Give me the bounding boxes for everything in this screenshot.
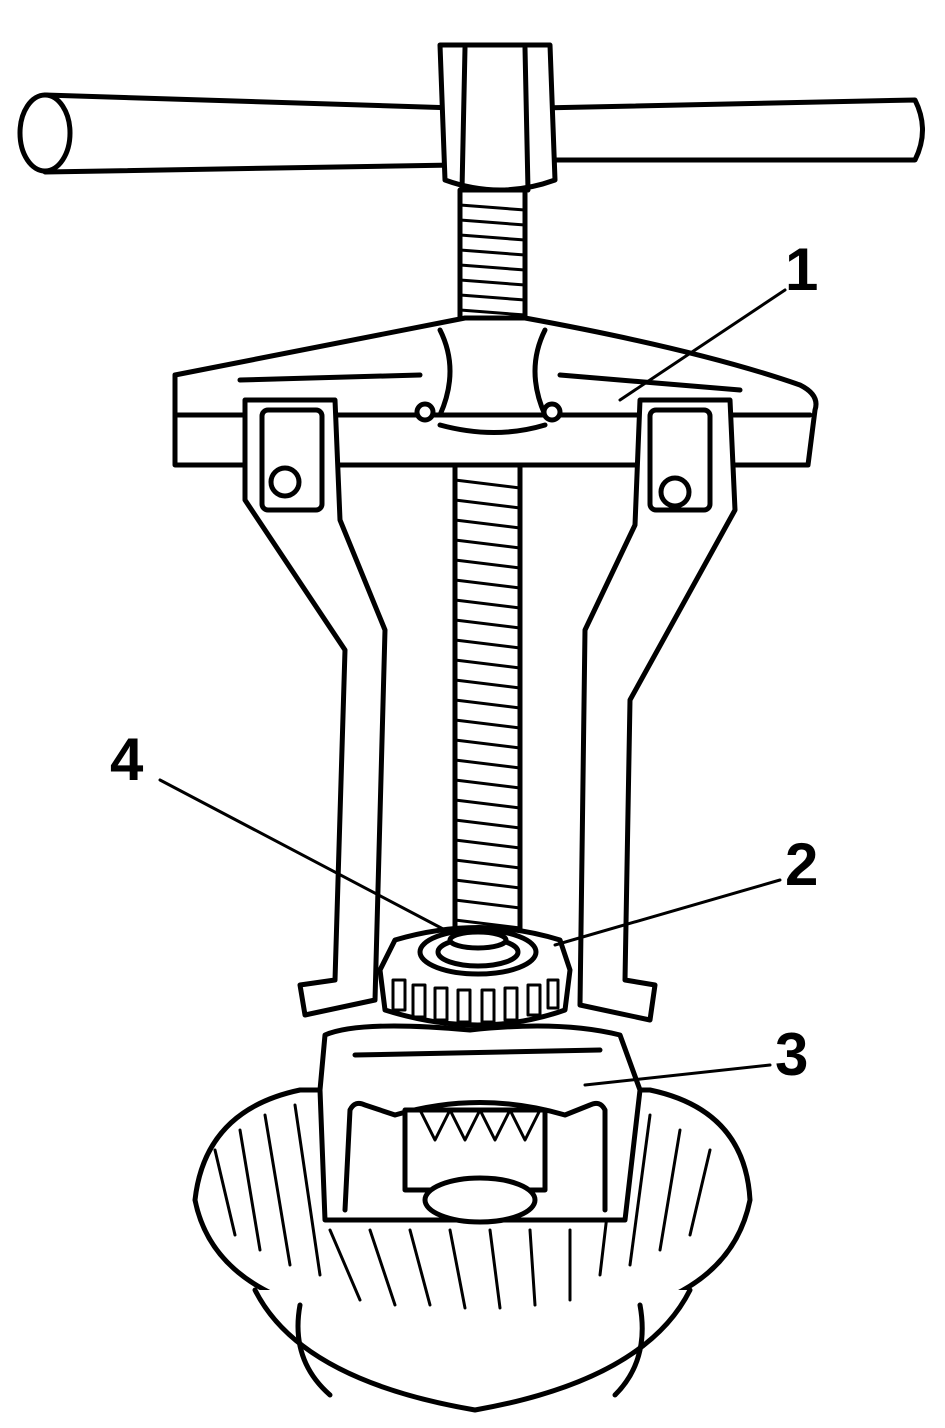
leader-1: [618, 288, 787, 402]
jaw-right: [577, 397, 738, 1023]
callout-1: 1: [785, 236, 818, 303]
tapered-roller-bearing: [377, 925, 573, 1028]
t-handle: [17, 42, 925, 193]
screw-lower: [452, 462, 523, 943]
handle-bar-right: [537, 97, 925, 163]
callout-4: 4: [110, 726, 144, 793]
leader-3: [583, 1063, 772, 1087]
handle-bar-left: [42, 92, 458, 175]
handle-end-left: [17, 92, 73, 174]
differential-case: [317, 1023, 643, 1225]
hex-nut: [437, 42, 558, 193]
jaw-left: [242, 397, 388, 1018]
leader-lines: [158, 288, 787, 1087]
callout-3: 3: [775, 1021, 808, 1088]
leader-4: [158, 778, 447, 932]
callout-2: 2: [785, 831, 818, 898]
leader-2: [553, 878, 782, 947]
